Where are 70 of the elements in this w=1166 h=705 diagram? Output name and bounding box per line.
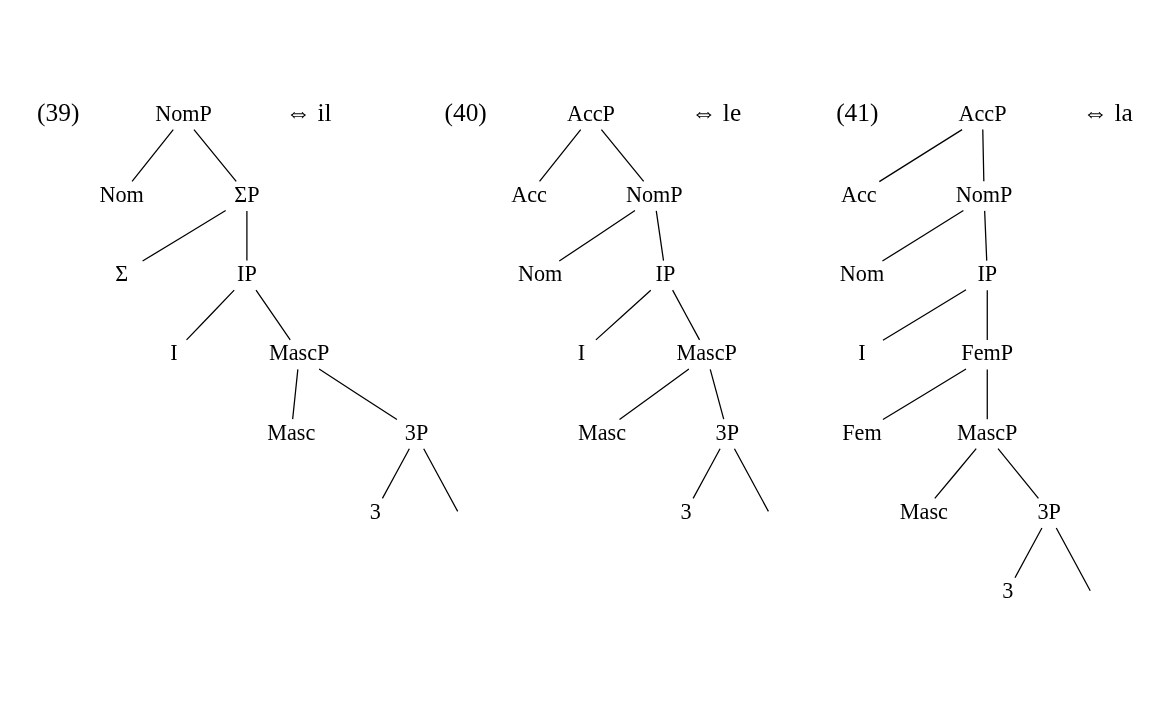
node-text: Masc: [267, 419, 316, 445]
node-text: I: [858, 339, 866, 365]
node-text: Σ: [115, 260, 129, 286]
connector: [318, 367, 398, 420]
node-text: Nom: [518, 260, 563, 286]
connector: [692, 447, 721, 499]
node-text: IP: [237, 260, 257, 286]
node-text: 3: [369, 498, 381, 524]
node-text: Masc: [577, 419, 627, 445]
node-text: Fem: [842, 419, 882, 445]
node-text: NomP: [155, 100, 212, 126]
node-text: 3: [1002, 577, 1014, 603]
connector: [185, 289, 235, 341]
connector: [618, 367, 690, 420]
connector: [131, 128, 174, 182]
node-label: ⇔ la: [1082, 97, 1133, 126]
node-text: NomP: [625, 181, 683, 207]
node-text: 3P: [1037, 498, 1061, 524]
node-text: IP: [977, 260, 998, 286]
label: (40): [444, 97, 487, 126]
connector: [982, 128, 985, 182]
connector: [423, 447, 459, 512]
connector: [246, 209, 248, 261]
node-text: Nom: [99, 181, 144, 207]
connector: [733, 447, 770, 512]
connector: [881, 209, 965, 262]
node-text: Nom: [839, 260, 885, 286]
connector: [672, 289, 701, 341]
connector: [255, 289, 291, 341]
connector: [1014, 526, 1043, 578]
node-text: MascP: [676, 339, 737, 365]
connector: [709, 368, 725, 420]
connector: [193, 128, 237, 182]
label: (39): [37, 97, 80, 126]
connector: [655, 209, 665, 261]
connector: [381, 447, 410, 499]
node-text: 3P: [404, 419, 429, 445]
connector: [141, 209, 227, 262]
connector: [997, 447, 1040, 499]
node-text: MascP: [957, 419, 1018, 445]
node-text: MascP: [269, 339, 330, 365]
connector: [984, 209, 988, 261]
connector: [934, 447, 977, 499]
connector: [882, 367, 967, 420]
connector: [292, 368, 299, 420]
connector: [1055, 526, 1091, 591]
connector: [986, 368, 988, 420]
node-text: Masc: [899, 498, 948, 524]
node-text: 3P: [715, 419, 739, 445]
connector: [595, 289, 652, 341]
node-text: NomP: [955, 181, 1013, 207]
connector: [538, 128, 582, 182]
label: (41): [836, 97, 879, 126]
connector: [882, 288, 967, 341]
connector: [600, 128, 645, 182]
node-text: I: [170, 339, 178, 365]
node-text: Acc: [840, 181, 877, 207]
node-text: 3: [680, 498, 692, 524]
node-text: Acc: [511, 181, 547, 207]
node-text: AccP: [958, 100, 1007, 126]
connector: [558, 209, 636, 262]
node-text: IP: [655, 260, 676, 286]
connector: [986, 289, 988, 341]
node-text: I: [577, 339, 586, 365]
node-label: ⇔ le: [691, 97, 742, 126]
connector: [878, 128, 963, 182]
node-text: AccP: [566, 100, 615, 126]
node-label: ⇔ il: [285, 97, 332, 126]
node-text: FemP: [961, 339, 1014, 365]
node-text: ΣP: [234, 181, 260, 207]
